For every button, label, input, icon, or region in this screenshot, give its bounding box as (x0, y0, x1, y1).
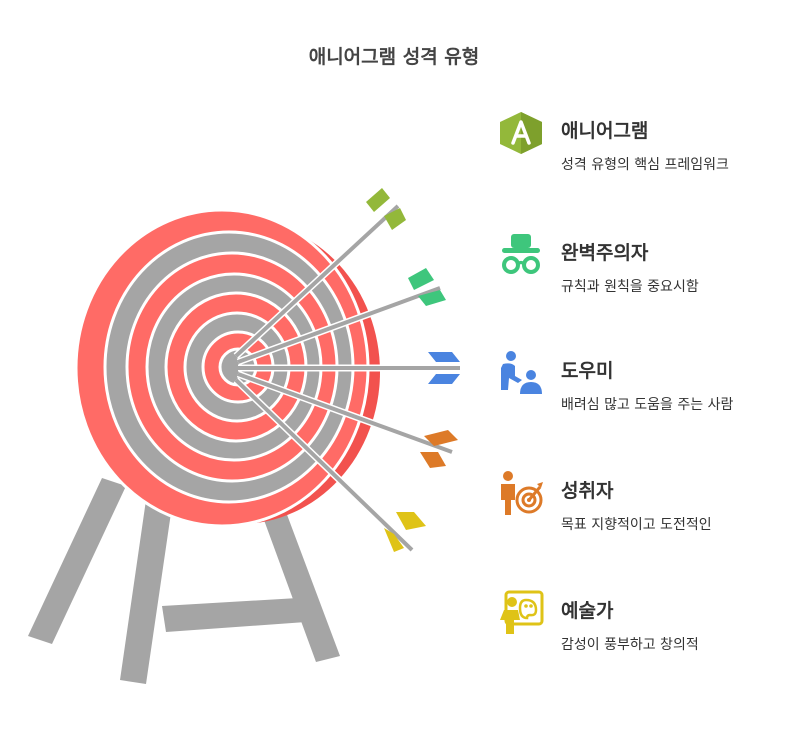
target-stand (28, 478, 340, 684)
item-enneagram: 애니어그램 성격 유형의 핵심 프레임워크 (498, 110, 788, 190)
item-description: 감성이 풍부하고 창의적 (561, 637, 699, 653)
item-description: 목표 지향적이고 도전적인 (561, 517, 712, 533)
angular-a-hexagon-icon (500, 112, 542, 154)
item-description: 규칙과 원칙을 중요시함 (561, 279, 699, 295)
item-title: 예술가 (561, 600, 614, 622)
item-description: 성격 유형의 핵심 프레임워크 (561, 157, 729, 173)
item-title: 도우미 (561, 360, 614, 382)
item-perfectionist: 완벽주의자 규칙과 원칙을 중요시함 (498, 232, 788, 312)
arrow-4 (236, 370, 458, 468)
arrow-1 (233, 188, 406, 359)
item-title: 애니어그램 (561, 120, 649, 142)
item-artist: 예술가 감성이 풍부하고 창의적 (498, 590, 788, 670)
item-title: 성취자 (561, 480, 614, 502)
item-achiever: 성취자 목표 지향적이고 도전적인 (498, 470, 788, 550)
helping-people-icon (501, 351, 542, 394)
person-target-icon (501, 471, 543, 515)
item-description: 배려심 많고 도움을 주는 사람 (561, 397, 734, 413)
item-helper: 도우미 배려심 많고 도움을 주는 사람 (498, 350, 788, 430)
page-title: 애니어그램 성격 유형 (308, 46, 480, 68)
arrow-2 (236, 268, 446, 366)
artist-palette-icon (500, 590, 544, 634)
arrow-3 (238, 352, 460, 384)
arrow-5 (233, 377, 426, 553)
detective-hat-glasses-icon (502, 234, 540, 274)
item-title: 완벽주의자 (561, 242, 649, 264)
